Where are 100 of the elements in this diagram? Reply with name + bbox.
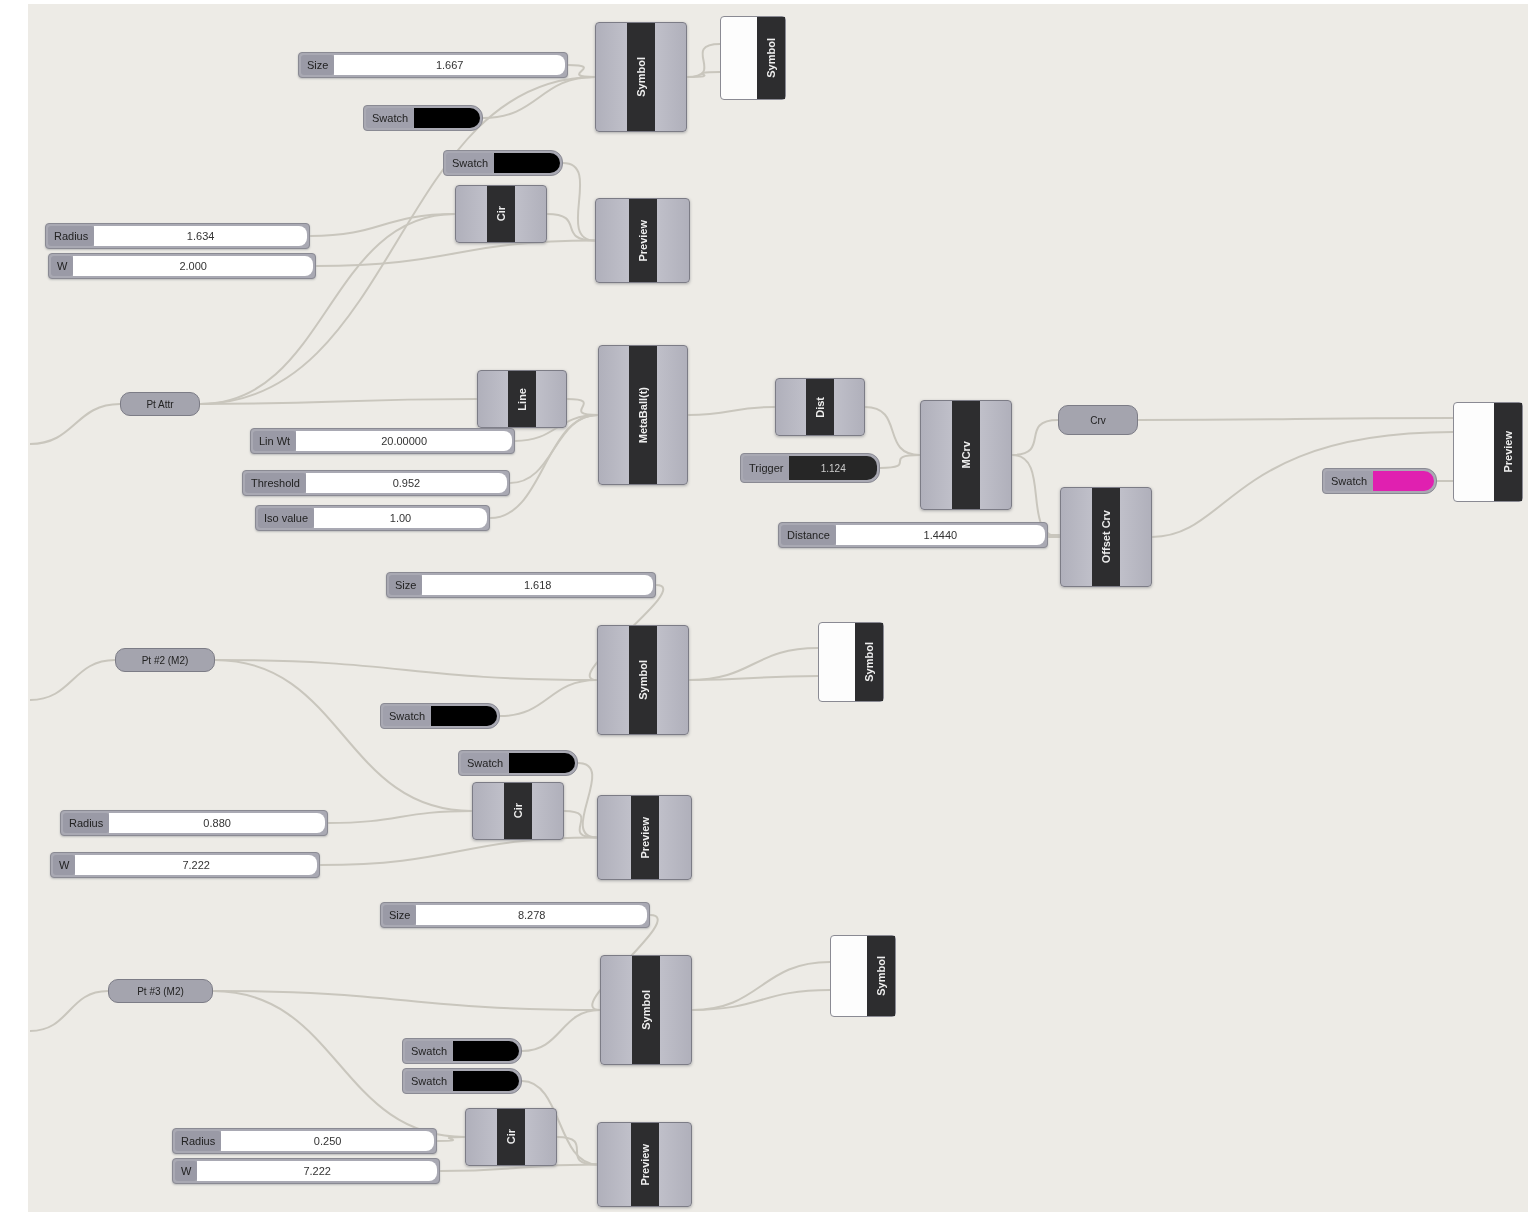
component-block: [455, 185, 547, 243]
component-name: Symbol: [875, 956, 887, 996]
component-block: [920, 400, 1012, 510]
component-name: MetaBall(t): [637, 386, 649, 444]
number-slider: [298, 52, 568, 78]
number-slider: [386, 572, 656, 598]
component-name: Dist: [814, 396, 826, 418]
slider-value: 0.952: [305, 473, 507, 493]
number-slider: [172, 1158, 440, 1184]
component-block: [597, 1122, 692, 1207]
swatch-label: Swatch: [461, 753, 510, 773]
colour-swatch: [363, 105, 483, 131]
slider-label: W: [175, 1161, 198, 1181]
wire: [546, 213, 596, 242]
component-block: [600, 955, 692, 1065]
slider-value: 0.250: [221, 1131, 434, 1151]
wire: [686, 71, 721, 78]
slider-label: W: [53, 855, 76, 875]
wire: [439, 1163, 598, 1172]
slider-label: Radius: [48, 226, 95, 246]
wire: [319, 836, 598, 866]
wire: [556, 1136, 598, 1166]
slider-label: W: [51, 256, 74, 276]
slider-label: Distance: [781, 525, 836, 545]
component-block: [595, 22, 687, 132]
wire: [327, 810, 473, 824]
component-block: [477, 370, 567, 428]
parameter-capsule: Crv: [1058, 405, 1138, 435]
display-component: [830, 935, 896, 1017]
swatch-label: Swatch: [405, 1071, 454, 1091]
number-slider: [778, 522, 1048, 548]
number-slider: [172, 1128, 437, 1154]
slider-value: 1.667: [334, 55, 565, 75]
component-name: Preview: [638, 816, 651, 859]
component-name: Offset Crv: [1100, 510, 1112, 564]
number-slider: [48, 253, 316, 279]
parameter-capsule: Pt #3 (M2): [108, 979, 213, 1003]
wire: [1137, 417, 1454, 421]
slider-label: Size: [389, 575, 423, 595]
wire: [29, 403, 121, 445]
component-block: [595, 198, 690, 283]
slider-value: 1.618: [422, 575, 653, 595]
colour-swatch: [380, 703, 500, 729]
slider-label: Size: [383, 905, 417, 925]
slider-label: Threshold: [245, 473, 306, 493]
slider-value: 1.4440: [835, 525, 1045, 545]
slider-value: 1.634: [94, 226, 307, 246]
display-component: [720, 16, 786, 100]
component-name: Symbol: [863, 642, 875, 682]
swatch-label: Swatch: [446, 153, 495, 173]
wire: [563, 810, 598, 839]
wire: [199, 398, 478, 405]
parameter-capsule: Pt #2 (M2): [115, 648, 215, 672]
component-name: Symbol: [635, 57, 647, 97]
number-slider: [242, 470, 510, 496]
component-block: [597, 795, 692, 880]
number-slider: [60, 810, 328, 836]
number-slider: [250, 428, 515, 454]
component-name: Preview: [1502, 431, 1514, 473]
slider-value: 7.222: [197, 1161, 437, 1181]
slider-value: 0.880: [109, 813, 325, 833]
wire: [879, 454, 921, 469]
number-slider: [255, 505, 490, 531]
slider-label: Size: [301, 55, 335, 75]
component-name: Cir: [512, 803, 524, 819]
wire: [29, 659, 116, 701]
component-block: [598, 345, 688, 485]
swatch-label: Swatch: [1325, 471, 1374, 491]
slider-label: Iso value: [258, 508, 315, 528]
component-block: [465, 1108, 557, 1166]
swatch-label: Trigger: [743, 456, 790, 480]
number-slider: [50, 852, 320, 878]
colour-swatch: [740, 453, 880, 483]
wire: [1436, 480, 1454, 482]
component-name: Cir: [495, 206, 507, 222]
component-name: Cir: [505, 1129, 517, 1145]
parameter-capsule: Pt Attr: [120, 392, 200, 416]
wire: [688, 675, 819, 681]
component-name: Symbol: [640, 990, 652, 1030]
slider-label: Lin Wt: [253, 431, 297, 451]
colour-swatch: [458, 750, 578, 776]
swatch-label: Swatch: [366, 108, 415, 128]
wire: [521, 1009, 601, 1052]
wire: [1151, 431, 1454, 538]
slider-label: Radius: [63, 813, 110, 833]
number-slider: [45, 223, 310, 249]
display-component: [818, 622, 884, 702]
slider-value: 2.000: [73, 256, 313, 276]
component-name: Line: [516, 387, 528, 411]
colour-swatch: [443, 150, 563, 176]
colour-sample: 1.124: [789, 456, 877, 480]
colour-swatch: [1322, 468, 1437, 494]
component-name: MCrv: [960, 441, 972, 469]
number-slider: [380, 902, 650, 928]
swatch-label: Swatch: [383, 706, 432, 726]
wire: [315, 239, 596, 267]
component-block: [597, 625, 689, 735]
component-name: Preview: [636, 219, 649, 262]
component-name: Preview: [638, 1143, 651, 1186]
wire: [29, 990, 109, 1032]
